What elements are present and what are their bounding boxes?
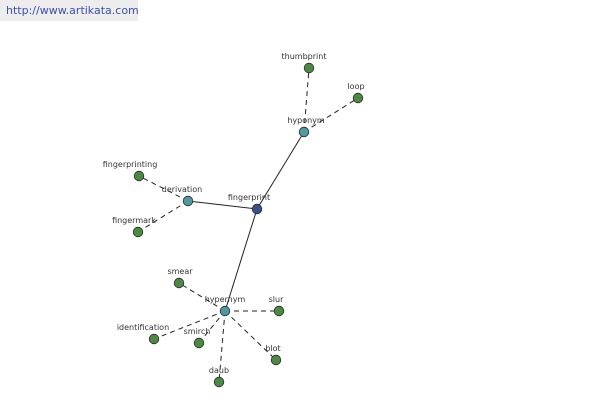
node-hyponym[interactable] (298, 126, 310, 138)
edge-hypernym-blot (224, 310, 277, 361)
node-label-thumbprint: thumbprint (282, 52, 327, 61)
edge-hyponym-loop (303, 97, 359, 133)
edge-fingerprint-hypernym (224, 208, 258, 312)
edge-hyponym-thumbprint (303, 67, 310, 133)
node-blot[interactable] (270, 354, 282, 366)
node-fingermark[interactable] (132, 226, 144, 238)
node-fingerprinting[interactable] (133, 170, 145, 182)
edge-hypernym-identification (153, 310, 226, 340)
graph-edges (137, 67, 359, 383)
node-label-daub: daub (209, 366, 229, 375)
node-thumbprint[interactable] (303, 62, 315, 74)
graph-labels: fingerprint hyponym derivation hypernym thum… (103, 52, 365, 375)
node-hypernym[interactable] (219, 305, 231, 317)
node-label-fingerprinting: fingerprinting (103, 160, 158, 169)
node-label-smirch: smirch (184, 327, 211, 336)
edge-fingerprint-hyponym (256, 131, 305, 210)
node-label-hyponym: hyponym (287, 116, 325, 125)
edge-hypernym-smirch (198, 310, 226, 344)
node-fingerprint[interactable] (251, 203, 263, 215)
edge-hypernym-daub (218, 310, 226, 383)
node-label-blot: blot (265, 344, 280, 353)
site-url-banner[interactable]: http://www.artikata.com (0, 0, 139, 21)
node-label-slur: slur (269, 295, 284, 304)
node-smirch[interactable] (193, 337, 205, 349)
node-slur[interactable] (273, 305, 285, 317)
node-identification[interactable] (148, 333, 160, 345)
node-label-fingermark: fingermark (112, 216, 156, 225)
node-label-derivation: derivation (162, 185, 202, 194)
edge-fingerprint-derivation (187, 200, 258, 210)
node-daub[interactable] (213, 376, 225, 388)
edge-derivation-fingerprinting (138, 175, 189, 202)
node-label-hypernym: hypernym (205, 295, 246, 304)
edge-derivation-fingermark (137, 200, 189, 233)
node-loop[interactable] (352, 92, 364, 104)
node-label-fingerprint: fingerprint (228, 193, 270, 202)
graph-nodes (132, 62, 364, 388)
node-smear[interactable] (173, 277, 185, 289)
node-label-loop: loop (347, 82, 364, 91)
node-derivation[interactable] (182, 195, 194, 207)
node-label-identification: identification (117, 323, 169, 332)
node-label-smear: smear (167, 267, 193, 276)
